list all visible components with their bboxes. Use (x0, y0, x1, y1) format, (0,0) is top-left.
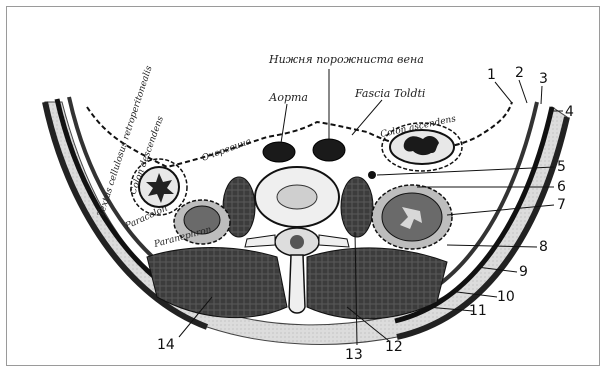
left-transverse-process (245, 235, 275, 247)
vertebral-core (277, 185, 317, 209)
ivc (313, 139, 345, 161)
leader-2 (519, 80, 527, 103)
label-num-14: 14 (157, 337, 175, 353)
vessel-dot (368, 171, 376, 179)
label-num-6: 6 (557, 179, 566, 195)
label-num-3: 3 (539, 71, 548, 87)
label-peritoneum: Очеревина (201, 137, 253, 164)
label-num-5: 5 (557, 159, 566, 175)
label-num-8: 8 (539, 239, 548, 255)
right-psoas (341, 177, 373, 237)
aorta (263, 142, 295, 162)
spinal-cord (290, 235, 304, 249)
diagram-frame: Нижня порожниста вена Аорта Fascia Toldt… (6, 6, 600, 366)
label-num-7: 7 (557, 197, 566, 213)
right-transverse-process (319, 235, 349, 247)
leader-aorta (281, 104, 287, 143)
cross-section-svg: Нижня порожниста вена Аорта Fascia Toldt… (7, 7, 599, 365)
label-num-11: 11 (469, 303, 487, 319)
label-num-10: 10 (497, 289, 515, 305)
label-paracolon: Paracolon (123, 203, 169, 232)
label-ivc: Нижня порожниста вена (268, 53, 424, 66)
label-num-13: 13 (345, 347, 363, 363)
leader-fascia (352, 100, 382, 135)
spinous-process (289, 255, 305, 313)
label-aorta: Аорта (268, 91, 308, 104)
label-fascia-toldti: Fascia Toldti (354, 87, 425, 100)
label-num-2: 2 (515, 65, 524, 81)
leader-1 (495, 82, 512, 103)
leader-8 (447, 245, 537, 247)
label-num-1: 1 (487, 67, 496, 83)
label-num-4: 4 (565, 104, 574, 120)
leader-3 (541, 86, 542, 104)
label-num-12: 12 (385, 339, 403, 355)
label-num-9: 9 (519, 264, 528, 280)
